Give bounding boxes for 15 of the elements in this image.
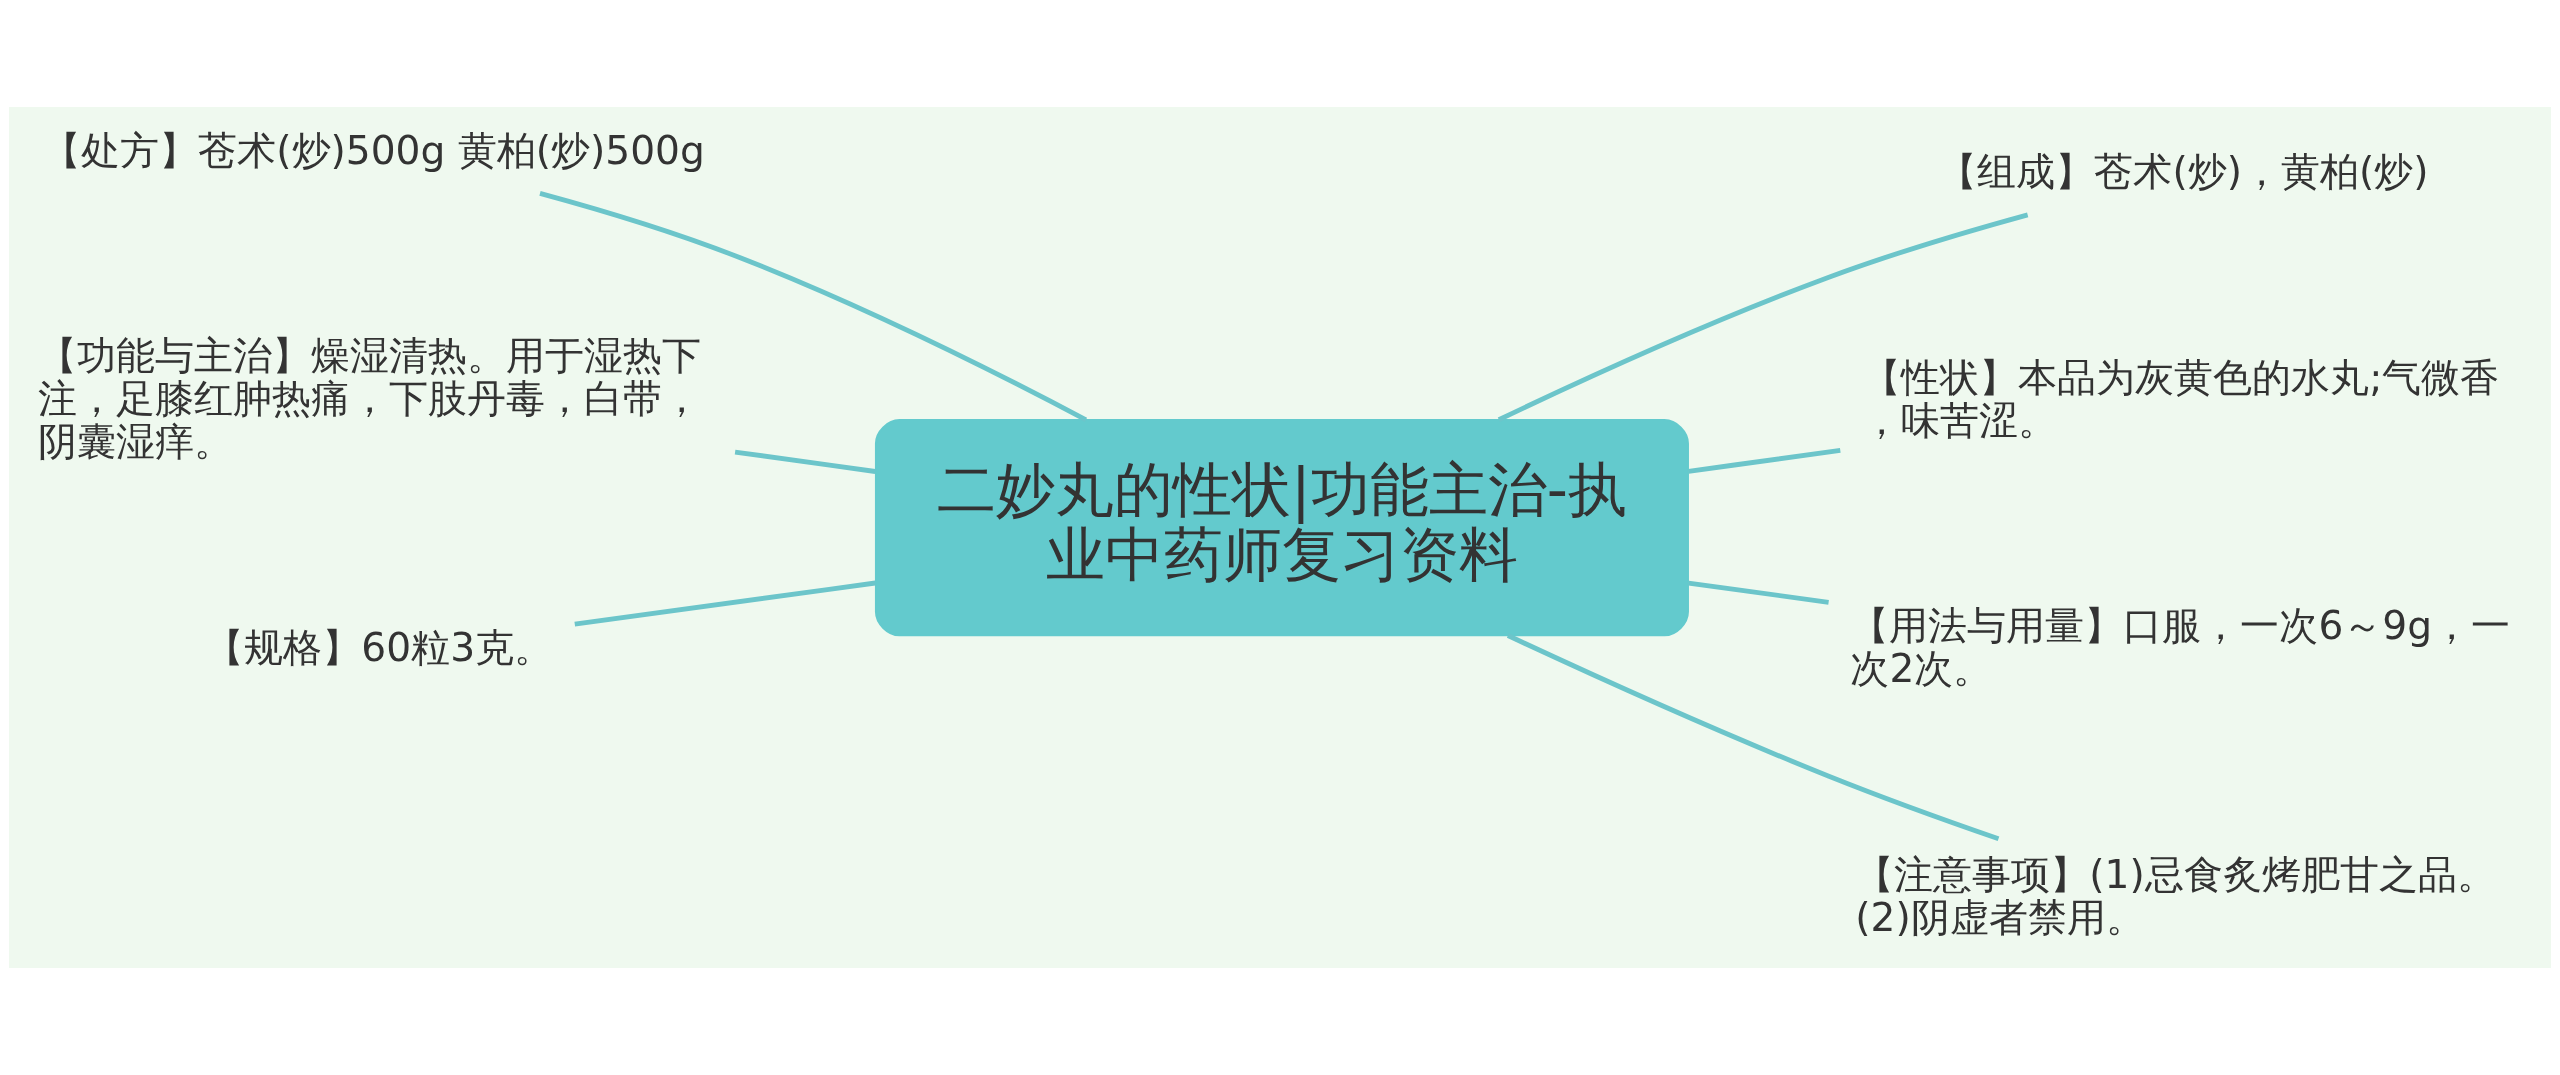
node-text: 【用法与用量】口服，一次6～9g，一次2次。 bbox=[1850, 603, 2511, 692]
node-text: 【功能与主治】燥湿清热。用于湿热下注，足膝红肿热痛，下肢丹毒，白带，阴囊湿痒。 bbox=[38, 333, 702, 465]
connector bbox=[734, 449, 876, 474]
connector bbox=[539, 190, 1088, 423]
node-text: 【处方】苍术(炒)500g 黄柏(炒)500g bbox=[42, 127, 705, 173]
connector bbox=[1688, 580, 1829, 605]
node-text: 【注意事项】(1)忌食炙烤肥甘之品。 (2)阴虚者禁用。 bbox=[1855, 851, 2496, 940]
connector bbox=[574, 580, 876, 627]
node-box: 二妙丸的性状|功能主治-执业中药师复习资料 bbox=[874, 419, 1689, 637]
node-text: 【性状】本品为灰黄色的水丸;气微香，味苦涩。 bbox=[1862, 354, 2500, 443]
connector bbox=[1688, 447, 1841, 474]
connector bbox=[1506, 633, 2000, 842]
node-text: 【规格】60粒3克。 bbox=[205, 624, 554, 670]
connector bbox=[1497, 212, 2029, 422]
node-text: 【组成】苍术(炒)，黄柏(炒) bbox=[1938, 149, 2429, 195]
